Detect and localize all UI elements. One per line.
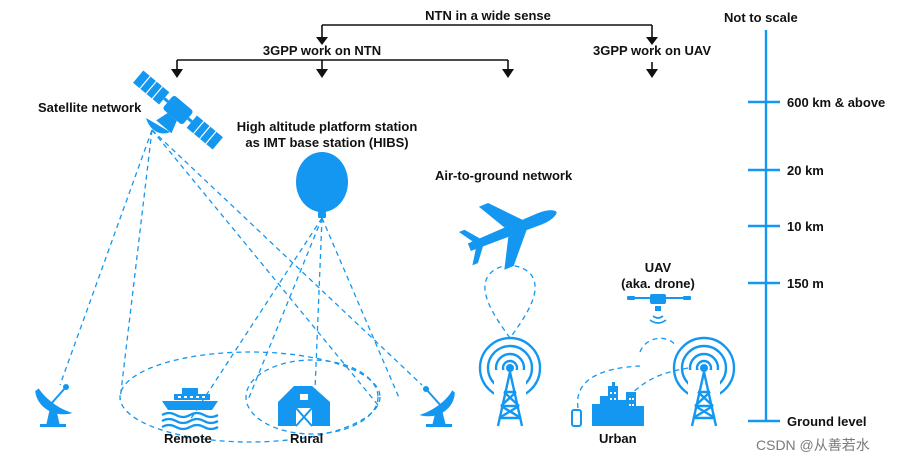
3gpp-ntn-label: 3GPP work on NTN xyxy=(262,43,382,58)
uav-label-line2: (aka. drone) xyxy=(621,276,695,291)
scale-tick-ground: Ground level xyxy=(787,414,867,429)
phone-icon xyxy=(571,409,582,427)
3gpp-uav-label: 3GPP work on UAV xyxy=(593,43,711,58)
cell-tower-icon xyxy=(478,336,542,427)
satellite-label: Satellite network xyxy=(38,100,142,115)
balloon-icon xyxy=(296,152,348,218)
hierarchy-lines xyxy=(176,24,653,70)
arrow-down-icon xyxy=(316,69,328,78)
city-skyline-icon xyxy=(592,382,644,426)
hibs-label-line2: as IMT base station (HIBS) xyxy=(245,135,409,150)
arrow-down-icon xyxy=(171,69,183,78)
arrow-down-icon xyxy=(316,37,328,45)
scale-tick-20km: 20 km xyxy=(787,163,824,178)
airplane-icon xyxy=(458,202,557,270)
remote-label: Remote xyxy=(164,431,212,446)
urban-label: Urban xyxy=(599,431,637,446)
hierarchy-arrowheads xyxy=(171,37,658,78)
ntn-wide-label: NTN in a wide sense xyxy=(425,8,551,23)
rural-label: Rural xyxy=(290,431,324,446)
hibs-label-line1: High altitude platform station xyxy=(236,119,418,134)
scale-tick-10km: 10 km xyxy=(787,219,824,234)
cell-tower-icon xyxy=(672,336,736,427)
uav-label-line1: UAV xyxy=(644,260,672,275)
air-to-ground-label: Air-to-ground network xyxy=(435,168,573,183)
dashed-links xyxy=(59,129,689,443)
ship-icon xyxy=(161,388,219,431)
scale-title: Not to scale xyxy=(724,10,798,25)
satellite-icon xyxy=(133,70,223,150)
watermark: CSDN @从善若水 xyxy=(756,437,870,453)
arrow-down-icon xyxy=(646,37,658,45)
ground-dish-icon xyxy=(419,386,455,427)
arrow-down-icon xyxy=(646,69,658,78)
drone-icon xyxy=(627,294,691,324)
scale-bar xyxy=(748,30,780,423)
barn-icon xyxy=(278,386,330,427)
ground-dish-icon xyxy=(35,384,73,427)
satellite-dish-icon xyxy=(146,118,170,134)
scale-tick-600km: 600 km & above xyxy=(787,95,886,110)
arrow-down-icon xyxy=(502,69,514,78)
scale-tick-150m: 150 m xyxy=(787,276,824,291)
